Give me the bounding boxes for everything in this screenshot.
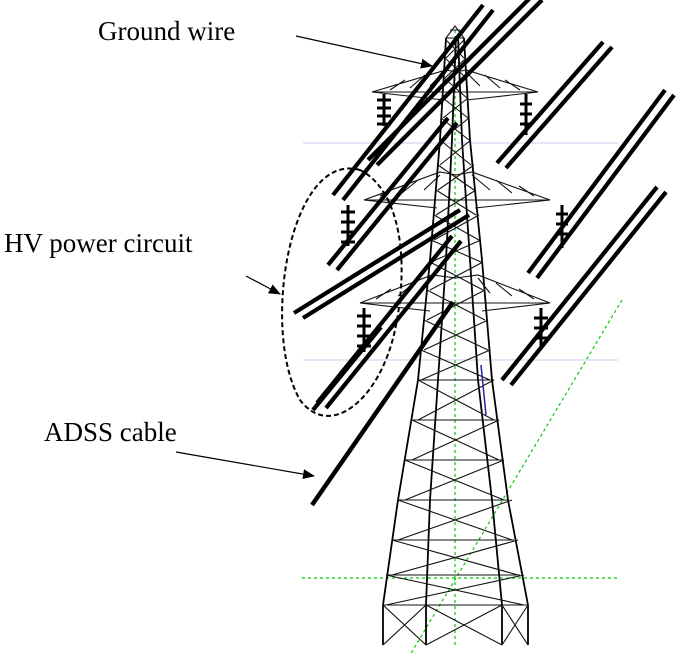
- hv-power-circuit-pointer: [245, 275, 281, 295]
- tower-lattice: [382, 25, 529, 646]
- ground-wire-pointer: [295, 35, 433, 69]
- ground-wires: [331, 3, 495, 202]
- ground-wire-label: Ground wire: [98, 16, 235, 46]
- hv-power-circuit-label: HV power circuit: [4, 228, 193, 258]
- adss-cable-label: ADSS cable: [44, 417, 177, 447]
- phase-conductors: [292, 0, 676, 412]
- adss-cable-line: [310, 300, 455, 507]
- adss-cable-pointer: [175, 451, 315, 480]
- axis-guides: [302, 30, 623, 656]
